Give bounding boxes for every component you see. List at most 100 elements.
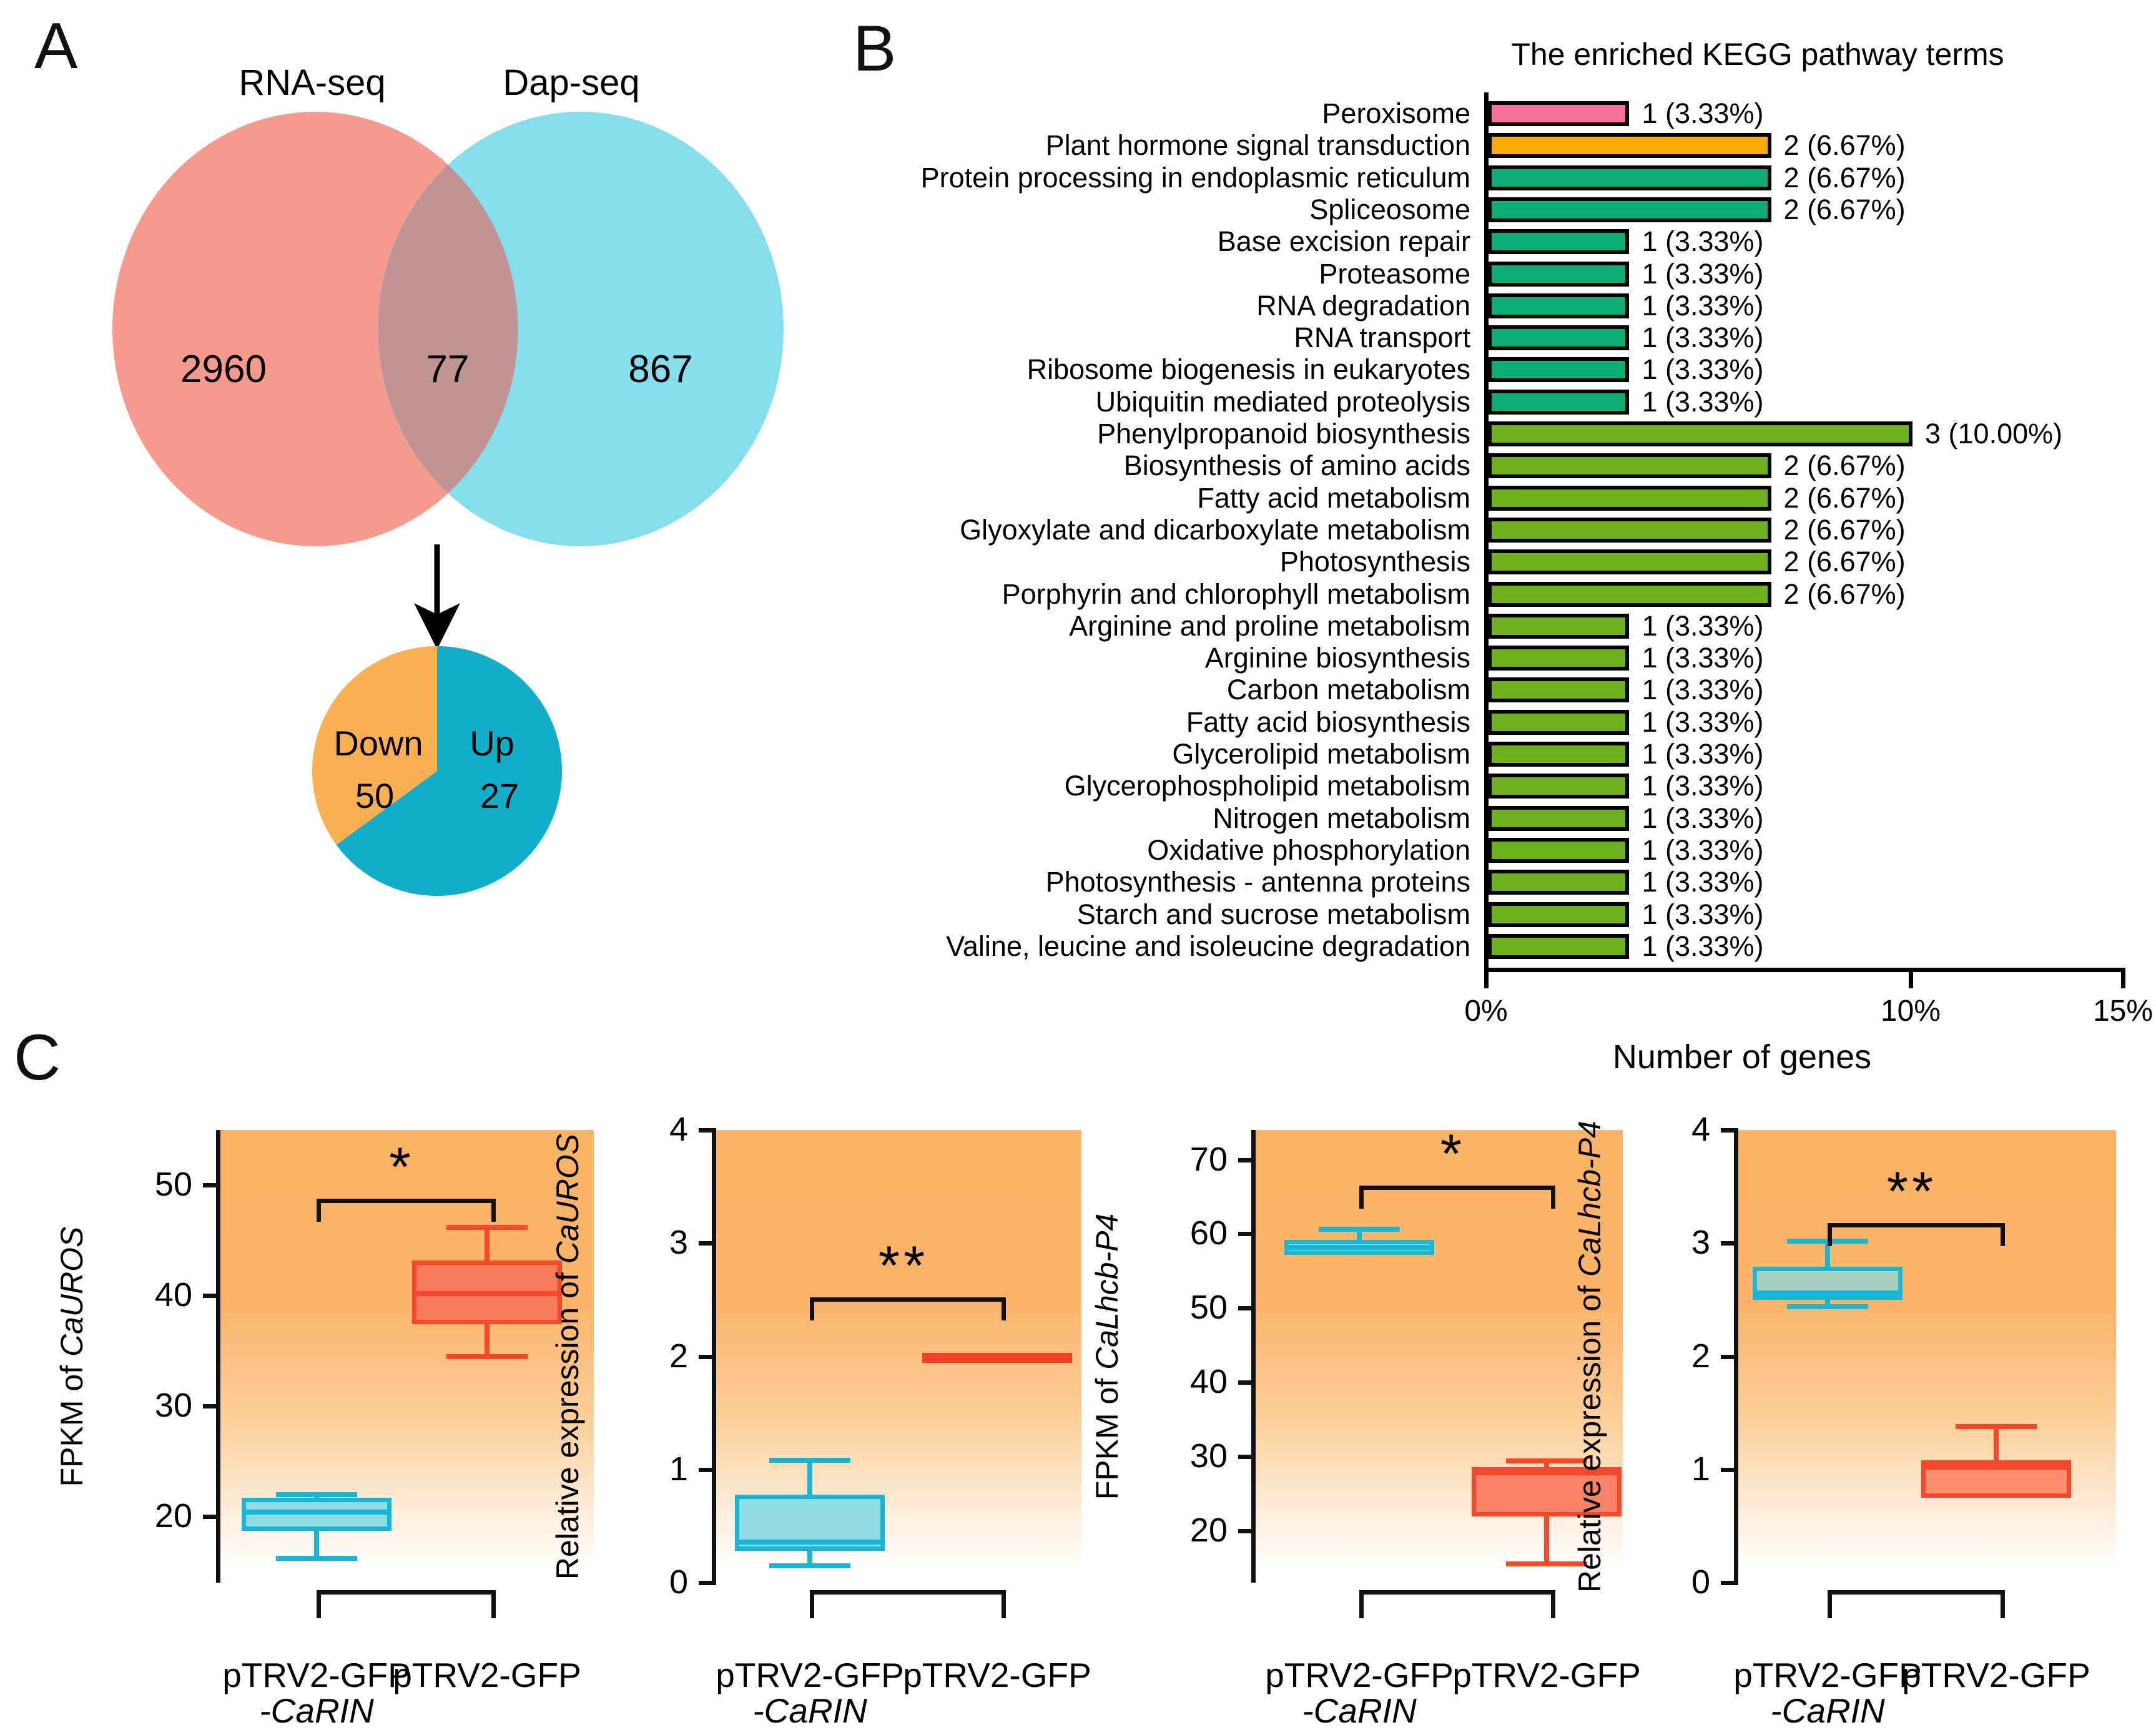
category-label-line2: -CaRIN <box>259 1691 374 1730</box>
pathway-bar <box>1488 485 1771 511</box>
y-axis-tick-label: 30 <box>154 1387 192 1425</box>
y-axis-tick <box>699 1467 716 1472</box>
pathway-label: Glyoxylate and dicarboxylate metabolism <box>960 513 1470 546</box>
box-whisker-cap-top <box>769 1458 850 1463</box>
y-axis-tick-label: 2 <box>1691 1337 1710 1375</box>
pathway-label: Arginine biosynthesis <box>1204 642 1470 674</box>
pathway-bar <box>1488 774 1630 799</box>
y-axis-tick <box>1238 1157 1256 1162</box>
y-axis-tick <box>1238 1306 1256 1311</box>
pathway-bar-value: 1 (3.33%) <box>1642 609 1764 642</box>
significance-stars: ** <box>878 1234 929 1297</box>
box-whisker-cap-bottom <box>1787 1304 1868 1309</box>
pathway-label: Spliceosome <box>1309 193 1470 225</box>
y-axis-tick-label: 1 <box>1691 1450 1710 1488</box>
kegg-chart-title: The enriched KEGG pathway terms <box>1511 37 2004 72</box>
y-axis-tick-label: 60 <box>1189 1214 1228 1252</box>
y-axis-tick-label: 40 <box>154 1276 192 1314</box>
significance-stars: * <box>389 1135 415 1197</box>
box-median-line <box>1926 1465 2067 1470</box>
pathway-bar <box>1488 549 1771 575</box>
pathway-bar <box>1488 325 1630 351</box>
category-group-bracket <box>317 1590 496 1618</box>
pathway-label: Ribosome biogenesis in eukaryotes <box>1026 353 1470 386</box>
pie-up-value: 27 <box>480 776 519 815</box>
y-axis-tick-label: 20 <box>1189 1511 1228 1549</box>
pathway-bar <box>1488 933 1630 959</box>
box-whisker-cap-top <box>1319 1227 1400 1232</box>
category-label: pTRV2-GFP <box>1846 1658 2146 1693</box>
pathway-bar <box>1488 165 1771 190</box>
pathway-bar <box>1488 357 1630 383</box>
y-axis-tick-label: 4 <box>669 1111 688 1148</box>
kegg-x-axis-line <box>1484 968 2125 972</box>
y-axis-tick <box>1721 1467 1738 1472</box>
pathway-bar <box>1488 389 1630 415</box>
pathway-bar <box>1488 742 1630 767</box>
panel-b-letter: B <box>853 12 897 85</box>
kegg-x-tick-label: 15% <box>2092 995 2154 1028</box>
pathway-label: Valine, leucine and isoleucine degradati… <box>946 930 1470 962</box>
y-axis-tick-label: 4 <box>1691 1111 1710 1148</box>
pathway-bar <box>1488 293 1630 318</box>
kegg-x-tick <box>2121 972 2125 988</box>
box-whisker-cap-top <box>1506 1458 1587 1464</box>
pathway-bar-value: 2 (6.67%) <box>1783 481 1906 514</box>
pathway-bar <box>1488 709 1630 735</box>
pathway-label: Photosynthesis - antenna proteins <box>1045 866 1470 898</box>
category-label: pTRV2-GFP <box>1397 1658 1696 1693</box>
category-group-bracket <box>1828 1590 2005 1618</box>
pathway-bar <box>1488 261 1630 287</box>
boxplot-2-y-axis-title: Relative expression of CaUROS <box>550 1133 585 1580</box>
pathway-label: Protein processing in endoplasmic reticu… <box>920 161 1470 194</box>
y-axis-tick-label: 20 <box>154 1497 192 1535</box>
pathway-bar-value: 1 (3.33%) <box>1642 833 1764 866</box>
pathway-bar-value: 1 (3.33%) <box>1642 97 1764 129</box>
category-label-line2: -CaRIN <box>752 1691 867 1730</box>
box-median-line <box>1289 1244 1430 1250</box>
box-whisker-cap-top <box>276 1492 357 1497</box>
category-label: pTRV2-GFP-CaRIN <box>1678 1658 1977 1729</box>
pathway-bar-value: 2 (6.67%) <box>1783 161 1906 194</box>
y-axis-tick-label: 50 <box>1189 1289 1228 1327</box>
kegg-x-tick <box>1909 972 1913 988</box>
box-whisker-cap-bottom <box>769 1563 850 1568</box>
pathway-bar-value: 1 (3.33%) <box>1642 930 1764 962</box>
pathway-bar-value: 1 (3.33%) <box>1642 257 1764 290</box>
pathway-bar-value: 1 (3.33%) <box>1642 322 1764 354</box>
venn-overlap-region <box>378 165 518 493</box>
y-axis-tick <box>203 1183 220 1188</box>
pathway-bar-value: 1 (3.33%) <box>1642 642 1764 674</box>
pie-up-label: Up <box>470 724 514 763</box>
significance-stars: ** <box>1886 1159 1937 1222</box>
pathway-bar-value: 2 (6.67%) <box>1783 513 1906 546</box>
pathway-label: Phenylpropanoid biosynthesis <box>1097 418 1470 450</box>
pathway-label: Oxidative phosphorylation <box>1147 833 1470 866</box>
pie-down-value: 50 <box>355 776 394 815</box>
kegg-bar-chart: B The enriched KEGG pathway terms Peroxi… <box>853 0 2156 1099</box>
deg-pie-chart <box>312 646 563 896</box>
category-group-bracket <box>1359 1590 1555 1618</box>
category-label: pTRV2-GFP-CaRIN <box>167 1658 466 1729</box>
kegg-x-tick-label: 0% <box>1464 995 1508 1028</box>
venn-overlap-count: 77 <box>426 348 470 391</box>
box-whisker-cap-top <box>1956 1423 2037 1429</box>
box-median-line <box>1757 1290 1898 1295</box>
pathway-bar <box>1488 805 1630 831</box>
pathway-label: Biosynthesis of amino acids <box>1123 450 1470 482</box>
category-label-line1: pTRV2-GFP <box>1265 1656 1454 1694</box>
significance-stars: * <box>1440 1123 1466 1185</box>
pathway-bar <box>1488 101 1630 126</box>
pathway-bar <box>1488 133 1771 159</box>
pathway-bar <box>1488 870 1630 895</box>
box-whisker-cap-top <box>446 1224 528 1230</box>
y-axis-tick <box>1238 1380 1256 1385</box>
y-axis-tick-label: 70 <box>1189 1140 1228 1178</box>
pathway-label: Carbon metabolism <box>1226 674 1470 706</box>
significance-bracket <box>810 1297 1006 1321</box>
pie-slice-up <box>312 646 437 845</box>
